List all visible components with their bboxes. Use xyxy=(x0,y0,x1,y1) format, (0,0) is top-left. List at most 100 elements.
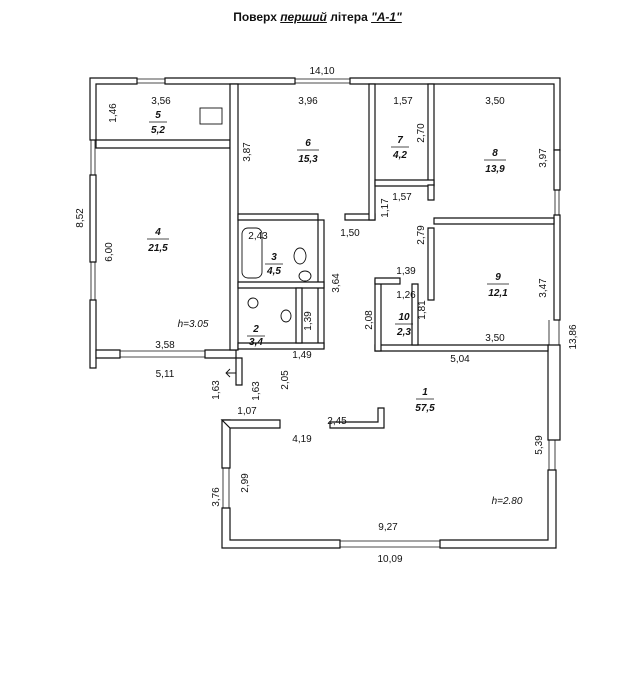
window-bottom-4 xyxy=(120,350,205,358)
dim-117: 1,17 xyxy=(380,198,391,218)
wall-r8-bottom xyxy=(433,217,555,225)
room-labels: 1 57,5 2 3,4 3 4,5 4 21,5 5 5,2 6 15,3 7… xyxy=(147,110,523,507)
toilet-icon xyxy=(298,270,312,282)
sink-icon xyxy=(293,247,307,265)
dim-r3-w: 2,43 xyxy=(248,231,268,242)
dimensions: 14,10 3,56 1,46 3,96 3,87 1,57 2,70 3,50… xyxy=(75,66,579,565)
wall-top-mid xyxy=(164,77,296,85)
dim-bottom-total: 10,09 xyxy=(377,554,402,565)
wall-r7-right xyxy=(427,83,435,186)
dim-r8-h: 3,97 xyxy=(538,148,549,168)
wall-r10-top xyxy=(374,277,401,285)
dim-245: 2,45 xyxy=(327,416,347,427)
wall-right-mid xyxy=(553,214,561,321)
wall-left-outer2 xyxy=(89,299,97,369)
room-8-num: 8 xyxy=(492,148,498,159)
wall-r6-bottom xyxy=(237,213,319,221)
dim-163a: 1,63 xyxy=(211,380,222,400)
toilet2-icon xyxy=(280,309,292,323)
dim-r4-w2: 5,11 xyxy=(156,369,175,380)
dim-208: 2,08 xyxy=(364,310,375,330)
boiler-icon xyxy=(199,107,223,125)
room-10-num: 10 xyxy=(398,312,410,323)
wall-left-outer xyxy=(89,174,97,263)
washbasin-icon xyxy=(247,297,259,309)
room-2-area: 3,4 xyxy=(249,337,263,348)
room-7-num: 7 xyxy=(397,135,403,146)
dim-504: 5,04 xyxy=(450,354,470,365)
dim-126: 1,26 xyxy=(396,290,416,301)
wall-r4-right xyxy=(229,83,239,351)
dim-150: 1,50 xyxy=(340,228,360,239)
room-3-num: 3 xyxy=(271,252,277,263)
dim-r9-h: 3,47 xyxy=(538,278,549,298)
dim-279: 2,79 xyxy=(416,225,427,245)
title-letter: "А-1" xyxy=(371,10,402,24)
window-right-8 xyxy=(554,190,560,215)
room-7-area: 4,2 xyxy=(392,150,407,161)
wall-r9-bottom xyxy=(374,344,549,352)
ceiling-height-left: h=3.05 xyxy=(178,319,209,330)
dim-364: 3,64 xyxy=(331,273,342,293)
entry-arrow-icon xyxy=(225,368,236,378)
wall-r8-left xyxy=(427,184,435,201)
dim-r6-h: 3,87 xyxy=(242,142,253,162)
dim-r9-w: 3,50 xyxy=(485,333,505,344)
window-bottom-1 xyxy=(340,540,440,548)
dim-149: 1,49 xyxy=(292,350,312,361)
window-left-1 xyxy=(222,468,230,508)
dim-r7-w: 1,57 xyxy=(393,96,413,107)
dim-181: 1,81 xyxy=(417,300,428,320)
dim-139b: 1,39 xyxy=(303,311,314,331)
wall-r5-bottom xyxy=(95,139,231,149)
dim-419: 4,19 xyxy=(292,434,312,445)
wall-top-left xyxy=(89,77,138,141)
room-6-num: 6 xyxy=(305,138,311,149)
room-4-num: 4 xyxy=(154,227,161,238)
window-left-4b xyxy=(90,262,96,300)
wall-left-step xyxy=(220,419,281,429)
room-1-num: 1 xyxy=(422,387,428,398)
title-prefix: Поверх xyxy=(233,10,281,24)
dim-r5-w: 3,56 xyxy=(151,96,171,107)
wall-right-bottom xyxy=(439,469,557,549)
wall-left-bottom xyxy=(95,349,121,359)
dim-right-total: 13,86 xyxy=(568,324,579,349)
room-4-area: 21,5 xyxy=(147,243,168,254)
dim-299: 2,99 xyxy=(240,473,251,493)
room-10-area: 2,3 xyxy=(396,327,411,338)
dim-107: 1,07 xyxy=(237,406,257,417)
dim-157b: 1,57 xyxy=(392,192,412,203)
room-9-area: 12,1 xyxy=(488,288,508,299)
room-5-area: 5,2 xyxy=(151,125,165,136)
dim-139a: 1,39 xyxy=(396,266,416,277)
wall-r10-left xyxy=(374,279,382,352)
dim-left-total: 8,52 xyxy=(75,208,86,228)
dim-376: 3,76 xyxy=(211,487,222,507)
ceiling-height-main: h=2.80 xyxy=(492,496,523,507)
windows xyxy=(90,78,560,548)
dim-r4-w: 3,58 xyxy=(155,340,175,351)
wall-r2-right xyxy=(295,287,303,344)
wall-left-bottom2 xyxy=(204,349,237,359)
bathtub-icon xyxy=(241,227,263,279)
wall-entry xyxy=(235,357,243,386)
dim-163b: 1,63 xyxy=(251,381,262,401)
wall-mid-stub xyxy=(329,407,385,429)
window-top-5 xyxy=(137,78,165,84)
dim-r7-h: 2,70 xyxy=(416,123,427,143)
fixtures xyxy=(199,107,312,378)
wall-top-right xyxy=(349,77,561,151)
wall-r6-right xyxy=(368,83,376,221)
room-1-area: 57,5 xyxy=(415,403,435,414)
room-9-num: 9 xyxy=(495,272,501,283)
wall-r3-bottom xyxy=(237,281,325,289)
window-top-6 xyxy=(295,78,350,84)
walls xyxy=(89,77,561,549)
title-middle: літера xyxy=(326,10,372,24)
dim-r6-w: 3,96 xyxy=(298,96,318,107)
dim-539: 5,39 xyxy=(534,435,545,455)
window-right-1 xyxy=(548,440,556,470)
window-left-4a xyxy=(90,140,96,175)
